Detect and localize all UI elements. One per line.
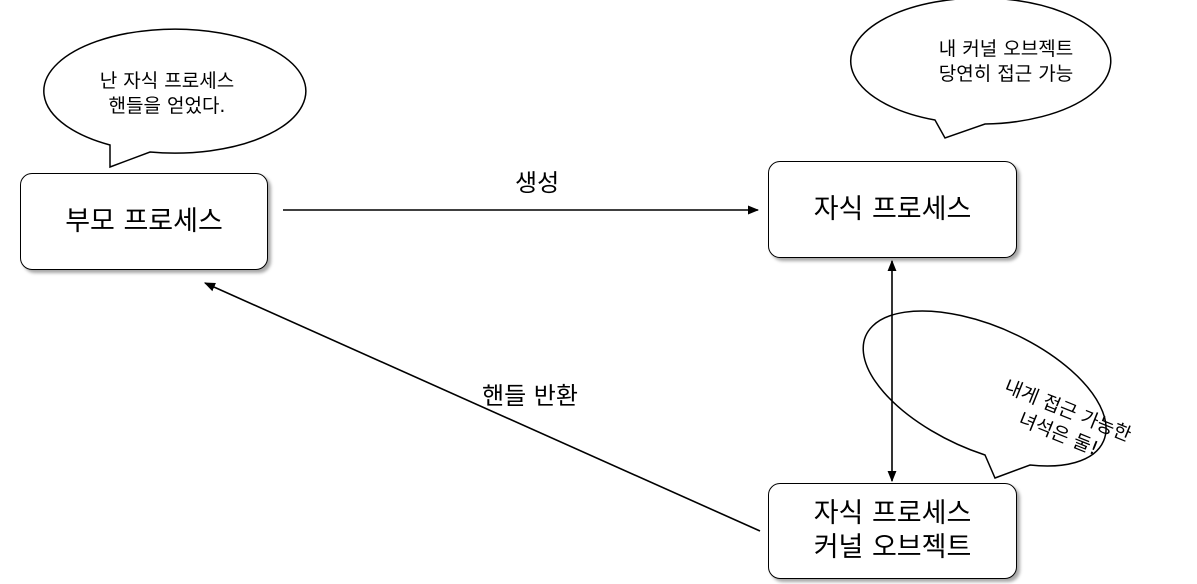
return-handle-edge-label: 핸들 반환 (482, 382, 578, 410)
child-bubble-line: 내 커널 오브젝트 (938, 38, 1074, 60)
child-process-label: 자식 프로세스 (813, 193, 972, 225)
return-handle-arrow (203, 282, 761, 532)
parent-speech-bubble (43, 28, 307, 169)
parent-bubble-line: 핸들을 얻었다. (108, 94, 226, 117)
kernel-speech-bubble-shape (862, 310, 1107, 479)
child-bubble-line: 당연히 접근 가능 (938, 62, 1074, 85)
child-speech-bubble (850, 0, 1112, 139)
parent-process-node: 부모 프로세스 (20, 173, 268, 270)
parent-bubble-line: 난 자식 프로세스 (99, 70, 235, 92)
child-process-node: 자식 프로세스 (768, 161, 1017, 258)
kernel-speech-bubble (862, 310, 1107, 479)
kernel-object-label-line: 자식 프로세스 (813, 498, 972, 530)
parent-process-label: 부모 프로세스 (65, 205, 223, 237)
create-edge-label: 생성 (515, 169, 560, 197)
child-speech-bubble-shape (850, 0, 1112, 139)
parent-bubble-text: 난 자식 프로세스 핸들을 얻었다. (72, 69, 262, 118)
kernel-object-label-line: 커널 오브젝트 (813, 532, 972, 563)
kernel-object-node: 자식 프로세스 커널 오브젝트 (768, 483, 1017, 579)
parent-speech-bubble-shape (43, 28, 307, 169)
child-bubble-text: 내 커널 오브젝트 당연히 접근 가능 (906, 37, 1106, 86)
